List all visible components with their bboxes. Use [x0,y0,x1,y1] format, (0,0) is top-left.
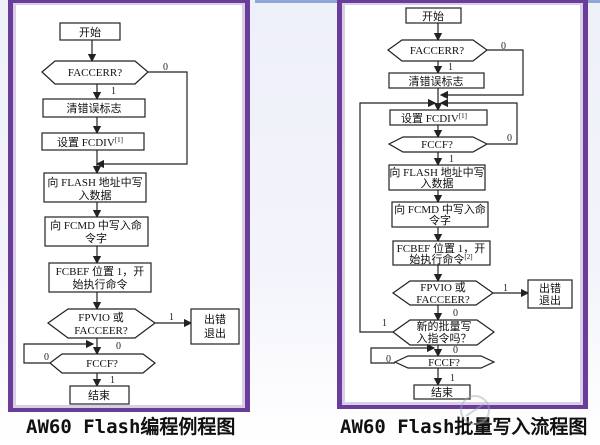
write-flash-label: 入数据 [79,188,112,202]
write-flash-node [388,164,486,191]
error-exit-label: 退出 [539,293,561,307]
fpvio-label: FPVIO 或 [78,311,124,324]
clear-error-label: 清错误标志 [409,74,464,88]
error-exit-label: 退出 [204,326,226,340]
branch-label: 1 [110,375,115,386]
left-caption: AW60 Flash编程例程图 [26,415,235,438]
write-flash-label: 向 FLASH 地址中写 [389,165,484,179]
fcbef-label: 始执行命令[2] [409,252,472,266]
clear-error-node [388,72,485,89]
set-fcdiv-node [41,132,145,151]
error-exit-node [527,279,573,309]
start-label: 开始 [79,25,101,39]
set-fcdiv-label: 设置 FCDIV[1] [57,136,123,149]
clear-error-label: 清错误标志 [67,101,122,115]
branch-label: 0 [44,352,49,363]
branch-label: 0 [453,345,458,356]
write-fcmd-node [391,201,489,228]
watermark-icon [460,395,490,425]
new-batch-label: 新的批量写 [417,319,472,333]
write-fcmd-node [44,216,149,247]
start-node [405,7,462,24]
write-fcmd-label: 向 FCMD 中写入命 [50,218,142,232]
branch-label: 1 [111,86,116,97]
new-batch-label: 入指令吗？ [417,331,472,345]
watermark-logo [460,395,490,425]
end-node [413,384,471,400]
fpvio-label: FPVIO 或 [420,281,466,294]
write-fcmd-label: 令字 [429,213,451,227]
faccerr-label: FACCERR? [410,45,464,57]
write-flash-node [43,172,147,203]
fcbef-node [392,240,491,266]
fccf-label: FCCF? [86,358,118,370]
fpvio-label: FACCEER? [74,325,128,337]
fcbef-label: FCBEF 位置 1，开 [397,241,486,255]
error-exit-node [190,308,240,345]
error-exit-label: 出错 [204,312,226,326]
fcbef-label: FCBEF 位置 1，开 [56,264,145,278]
set-fcdiv-label: 设置 FCDIV[1] [401,112,467,125]
branch-label: 1 [169,312,174,323]
end-label: 结束 [431,386,453,399]
start-node [59,22,121,41]
branch-label: 1 [449,154,454,165]
write-flash-label: 入数据 [421,176,454,190]
clear-error-node [42,98,146,118]
branch-label: 0 [386,354,391,365]
branch-label: 0 [501,41,506,52]
branch-label: 1 [448,62,453,73]
right-flowchart: 开始 FACCERR? 0 1 清错误标志 设置 FCDIV[1] FCCF? … [337,0,588,409]
write-flash-label: 向 FLASH 地址中写 [47,175,142,189]
fccf-decision [387,136,489,153]
branch-label: 1 [450,373,455,384]
branch-label: 1 [382,318,387,329]
branch-label: 0 [163,62,168,73]
fccf-label: FCCF? [428,357,460,369]
end-node [69,385,130,405]
left-flowchart: 开始 FACCERR? 0 1 清错误标志 设置 FCDIV[1] 向 FLAS… [8,0,250,412]
branch-label: 0 [507,133,512,144]
branch-label: 1 [503,283,508,294]
fccf-decision [49,353,156,374]
fpvio-label: FACCEER? [416,294,470,306]
new-batch-decision [391,319,496,346]
fccf-label: FCCF? [421,139,453,151]
fcbef-node [48,262,152,293]
branch-label: 0 [453,308,458,319]
write-fcmd-label: 向 FCMD 中写入命 [394,202,486,216]
fcbef-label: 始执行命令 [73,277,128,291]
fccf-decision-2 [393,355,496,369]
error-exit-label: 出错 [539,281,561,295]
write-fcmd-label: 令字 [85,231,107,245]
faccerr-label: FACCERR? [68,67,122,79]
right-caption: AW60 Flash批量写入流程图 [340,415,587,438]
branch-label: 0 [116,341,121,352]
start-label: 开始 [422,9,444,23]
end-label: 结束 [88,389,110,402]
